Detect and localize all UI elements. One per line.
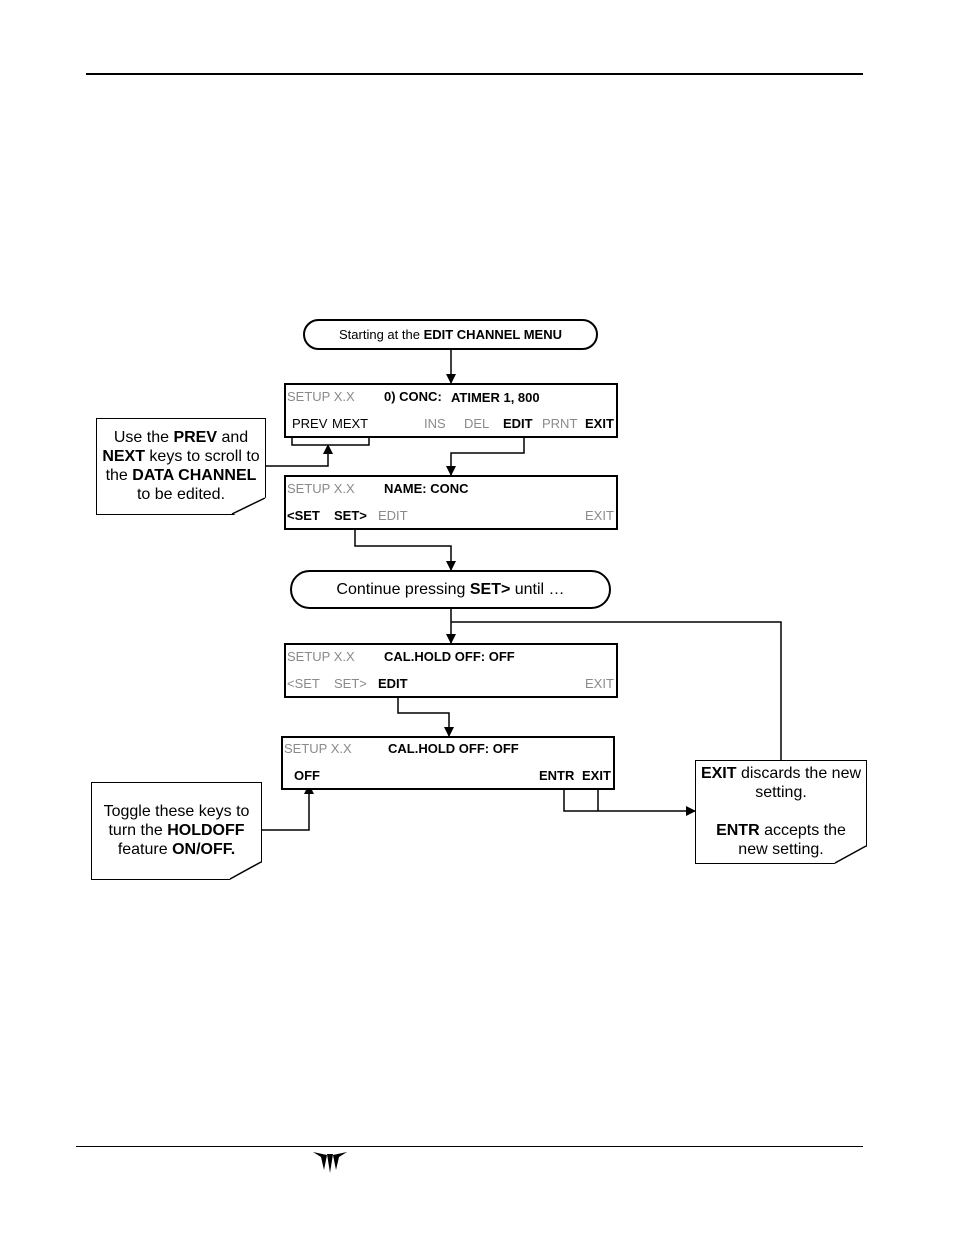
text-bold: ENTR <box>716 822 760 839</box>
text: keys to scroll to <box>144 448 260 465</box>
text: Toggle these keys to <box>103 803 250 820</box>
text-bold: PREV <box>173 429 218 446</box>
text: feature <box>117 841 173 858</box>
company-logo-icon <box>313 1152 347 1173</box>
footer-rule <box>76 1146 863 1147</box>
continue-prefix: Continue pressing <box>336 580 470 598</box>
key-entr[interactable]: ENTR <box>539 768 575 783</box>
callout-toggle-text: Toggle these keys to turn the HOLDOFF fe… <box>91 802 262 859</box>
key-set-next[interactable]: SET> <box>334 676 367 691</box>
continue-key: SET> <box>469 580 511 598</box>
text-bold: NEXT <box>102 448 145 465</box>
screen1-msg-b: ATIMER 1, 800 <box>451 390 540 405</box>
screen4-title: SETUP X.X <box>284 741 352 756</box>
key-exit[interactable]: EXIT <box>585 416 614 431</box>
text: to be edited. <box>136 486 226 503</box>
text-bold: ON/OFF. <box>172 841 236 858</box>
text: Use the <box>113 429 174 446</box>
key-edit[interactable]: EDIT <box>378 676 408 691</box>
key-set-prev[interactable]: <SET <box>287 508 320 523</box>
callout-exit-entr-text: EXIT discards the new setting. ENTR acce… <box>695 764 867 859</box>
start-label: Starting at the EDIT CHANNEL MENU <box>303 319 598 350</box>
key-edit[interactable]: EDIT <box>503 416 533 431</box>
key-edit[interactable]: EDIT <box>378 508 408 523</box>
callout-prev-next <box>96 418 266 515</box>
header-rule <box>86 73 863 75</box>
key-prev[interactable]: PREV <box>292 416 328 431</box>
screen2-msg: NAME: CONC <box>384 481 469 496</box>
text-bold: DATA CHANNEL <box>132 467 257 484</box>
screen3-title: SETUP X.X <box>287 649 355 664</box>
display-screen-3 <box>284 643 618 698</box>
screen4-msg: CAL.HOLD OFF: OFF <box>388 741 519 756</box>
screen3-msg: CAL.HOLD OFF: OFF <box>384 649 515 664</box>
start-prefix: Starting at the <box>339 327 424 342</box>
text: new setting. <box>738 841 824 858</box>
text: accepts the <box>759 822 846 839</box>
display-screen-1 <box>284 383 618 438</box>
key-del[interactable]: DEL <box>464 416 490 431</box>
callout-prev-next-text: Use the PREV and NEXT keys to scroll to … <box>96 428 266 504</box>
text: the <box>105 467 133 484</box>
text: and <box>217 429 249 446</box>
screen2-title: SETUP X.X <box>287 481 355 496</box>
text-bold: HOLDOFF <box>167 822 245 839</box>
key-ins[interactable]: INS <box>424 416 446 431</box>
text: setting. <box>755 784 807 801</box>
continue-suffix: until … <box>510 580 565 598</box>
screen1-msg-a: 0) CONC: <box>384 389 442 404</box>
display-screen-2 <box>284 475 618 530</box>
key-set-prev[interactable]: <SET <box>287 676 320 691</box>
screen1-title: SETUP X.X <box>287 389 355 404</box>
key-next[interactable]: MEXT <box>332 416 369 431</box>
spacer <box>695 802 867 821</box>
text: turn the <box>108 822 168 839</box>
text: discards the new <box>736 765 862 782</box>
callout-toggle <box>91 782 262 880</box>
key-exit[interactable]: EXIT <box>582 768 611 783</box>
key-off[interactable]: OFF <box>294 768 320 783</box>
key-prnt[interactable]: PRNT <box>542 416 578 431</box>
key-exit[interactable]: EXIT <box>585 676 614 691</box>
key-set-next[interactable]: SET> <box>334 508 367 523</box>
key-exit[interactable]: EXIT <box>585 508 614 523</box>
text-bold: EXIT <box>700 765 737 782</box>
display-screen-4 <box>281 736 615 790</box>
start-menu-name: EDIT CHANNEL MENU <box>423 327 562 342</box>
continue-label: Continue pressing SET> until … <box>290 570 611 609</box>
callout-exit-entr <box>695 760 867 864</box>
